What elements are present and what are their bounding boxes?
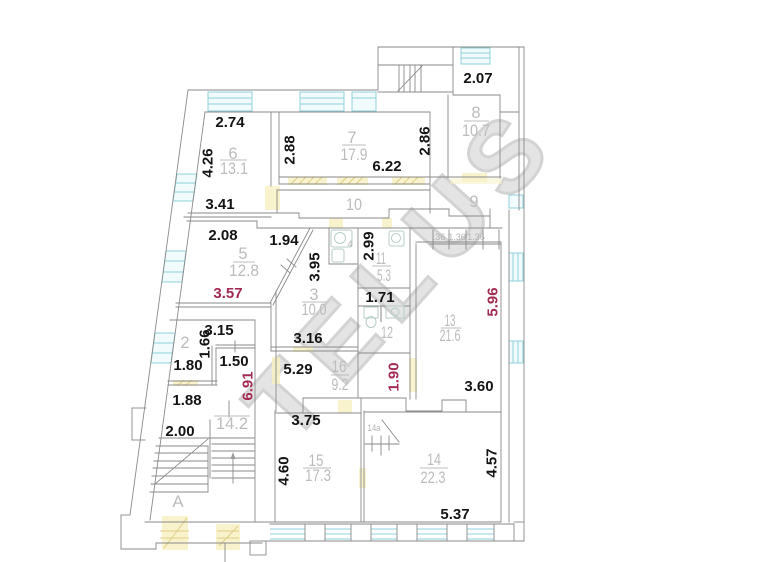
svg-text:22.3: 22.3 <box>421 469 446 487</box>
svg-text:13.1: 13.1 <box>220 160 248 178</box>
svg-text:8: 8 <box>471 104 480 122</box>
svg-text:2.07: 2.07 <box>463 70 492 87</box>
svg-text:16: 16 <box>332 358 347 376</box>
svg-text:5: 5 <box>238 245 247 263</box>
svg-text:5.29: 5.29 <box>283 361 312 378</box>
svg-text:12.8: 12.8 <box>229 262 259 280</box>
svg-text:4: 4 <box>347 239 352 249</box>
svg-text:.36: .36 <box>433 232 446 242</box>
svg-text:1.66: 1.66 <box>197 329 214 358</box>
svg-text:14.2: 14.2 <box>216 415 248 433</box>
svg-text:3.15: 3.15 <box>204 322 233 339</box>
svg-text:2: 2 <box>180 334 189 352</box>
svg-text:2.99: 2.99 <box>361 231 378 260</box>
svg-text:1.80: 1.80 <box>173 357 202 374</box>
svg-text:9: 9 <box>469 193 478 211</box>
svg-text:2.88: 2.88 <box>282 135 299 164</box>
svg-text:17.3: 17.3 <box>305 467 331 485</box>
svg-text:5.96: 5.96 <box>485 287 502 316</box>
svg-text:12: 12 <box>381 324 393 342</box>
svg-text:10: 10 <box>346 196 362 214</box>
svg-text:11: 11 <box>376 250 386 268</box>
svg-text:2.86: 2.86 <box>417 126 434 155</box>
svg-text:6: 6 <box>228 145 237 163</box>
svg-text:17.9: 17.9 <box>341 146 368 164</box>
svg-text:1.36: 1.36 <box>448 232 466 242</box>
svg-text:2.74: 2.74 <box>215 114 245 131</box>
svg-text:10.0: 10.0 <box>302 301 327 319</box>
svg-text:1.50: 1.50 <box>219 353 248 370</box>
svg-text:9.2: 9.2 <box>332 376 349 394</box>
svg-text:6.22: 6.22 <box>372 158 401 175</box>
svg-text:5.37: 5.37 <box>440 506 469 523</box>
svg-text:1.90: 1.90 <box>386 362 403 391</box>
svg-text:13: 13 <box>445 312 456 330</box>
svg-text:6.91: 6.91 <box>240 371 257 400</box>
svg-text:14a: 14a <box>368 423 381 433</box>
svg-text:2.00: 2.00 <box>165 423 194 440</box>
svg-text:10.7: 10.7 <box>462 122 490 140</box>
svg-text:1.88: 1.88 <box>172 392 201 409</box>
svg-text:3.60: 3.60 <box>464 378 493 395</box>
svg-text:3.95: 3.95 <box>307 252 324 281</box>
svg-text:7: 7 <box>347 129 356 147</box>
svg-text:21.6: 21.6 <box>440 327 461 345</box>
svg-text:3.16: 3.16 <box>293 330 322 347</box>
svg-text:3.41: 3.41 <box>205 196 234 213</box>
svg-text:2.08: 2.08 <box>208 227 237 244</box>
svg-text:3.57: 3.57 <box>213 285 242 302</box>
svg-text:1.36: 1.36 <box>467 232 485 242</box>
svg-text:3.75: 3.75 <box>291 412 320 429</box>
svg-text:5.3: 5.3 <box>377 267 391 285</box>
svg-text:1.71: 1.71 <box>365 289 394 306</box>
svg-text:A: A <box>172 493 183 511</box>
svg-text:14: 14 <box>427 451 441 469</box>
svg-text:1.94: 1.94 <box>269 232 299 249</box>
svg-text:4.26: 4.26 <box>200 148 217 177</box>
svg-text:15: 15 <box>309 452 324 470</box>
svg-text:4.60: 4.60 <box>276 456 293 485</box>
svg-text:4.57: 4.57 <box>484 448 501 477</box>
svg-text:3: 3 <box>309 286 318 304</box>
